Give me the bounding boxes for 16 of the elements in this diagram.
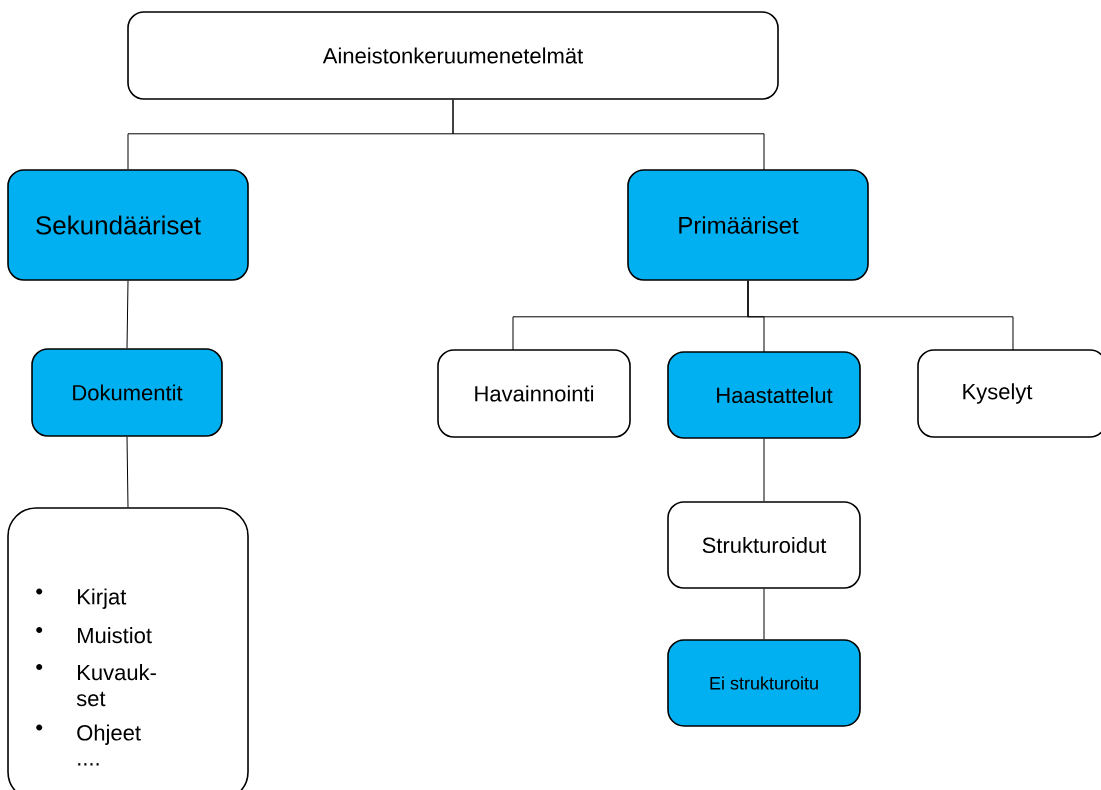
list-box: Kirjat Muistiot Kuvauk- set Ohjeet .... <box>7 507 249 790</box>
box: Dokumentit <box>31 348 223 437</box>
connector-line <box>763 438 765 502</box>
connector-line <box>126 436 129 508</box>
connector-line <box>763 588 765 640</box>
box: Ei strukturoitu <box>667 639 861 727</box>
connector-line <box>747 280 1014 351</box>
box: Sekundääriset <box>7 169 249 281</box>
box: Havainnointi <box>437 349 631 438</box>
box: Kyselyt <box>917 349 1101 438</box>
box: Haastattelut <box>667 351 861 439</box>
connector-line <box>452 99 765 171</box>
connector-line <box>126 280 129 349</box>
box: Aineistonkeruumenetelmät <box>127 11 779 100</box>
box: Strukturoidut <box>667 501 861 589</box>
box: Primääriset <box>627 169 869 281</box>
